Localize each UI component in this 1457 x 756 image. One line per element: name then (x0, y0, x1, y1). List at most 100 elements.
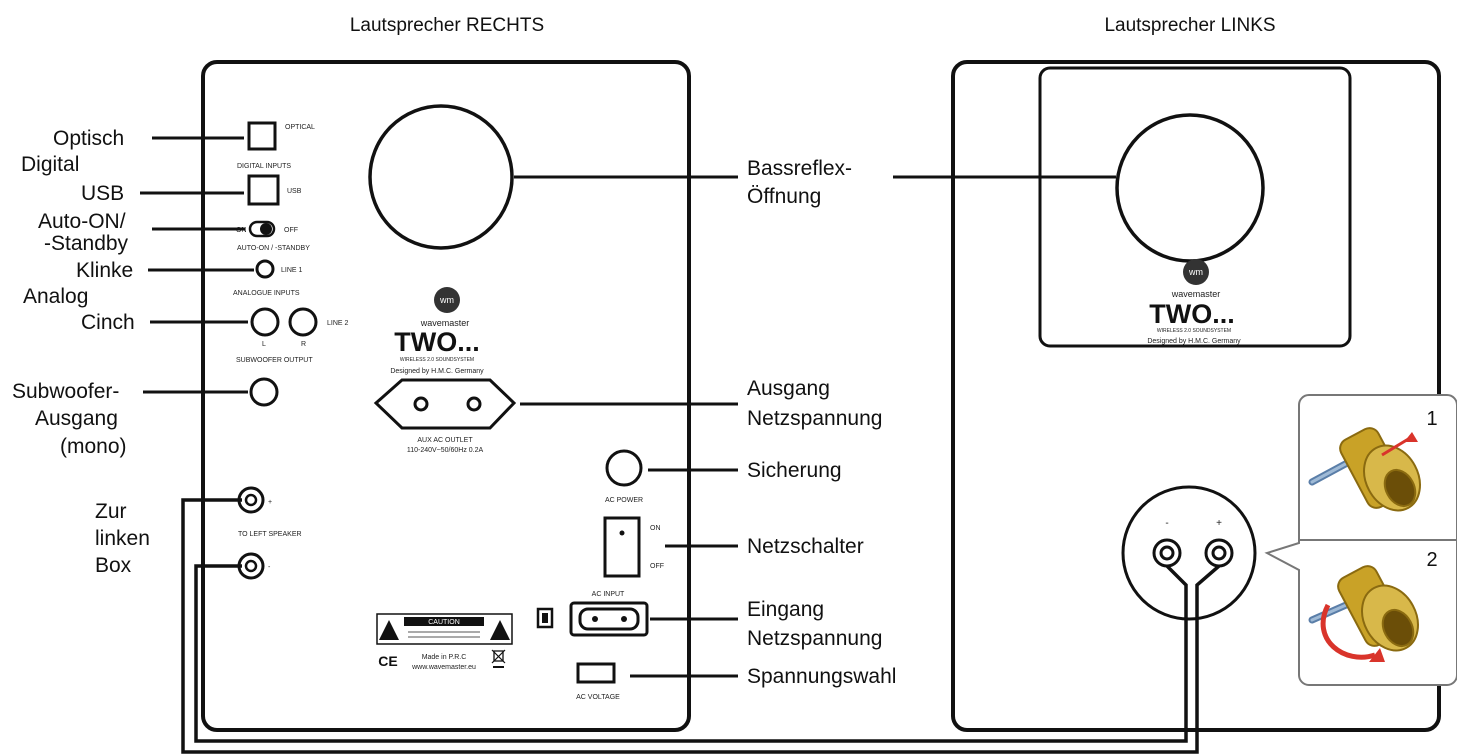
label-optical-line2: Digital (21, 153, 79, 176)
label-voltage-select: Spannungswahl (747, 665, 896, 688)
warning-triangle-right-icon (490, 620, 510, 640)
terminal-plus-inner (244, 493, 258, 507)
panel-label-ac-power: AC POWER (605, 497, 643, 504)
panel-label-aux-ac-spec: 110-240V~50/60Hz 0.2A (407, 447, 484, 454)
panel-label-l: L (262, 341, 266, 348)
caution-label (376, 613, 513, 645)
brand-logo-text-left: wm (1188, 267, 1203, 277)
step-1-number: 1 (1426, 408, 1437, 430)
label-optical-line1: Optisch (53, 127, 124, 150)
label-cinch: Cinch (81, 311, 135, 334)
label-bass-reflex-line1: Bassreflex- (747, 157, 852, 180)
label-aux-outlet-line1: Ausgang (747, 377, 830, 400)
brand-designed-left: Designed by H.M.C. Germany (1147, 338, 1241, 345)
panel-label-analogue-inputs: ANALOGUE INPUTS (233, 290, 300, 297)
aux-outlet-pin-left (413, 396, 429, 412)
made-in-label: Made in P.R.C (422, 654, 467, 661)
leader-lines-right (514, 175, 1116, 678)
panel-label-minus: - (268, 564, 271, 571)
brand-model-left: TWO... (1149, 299, 1234, 329)
caution-title-bar (404, 617, 484, 626)
terminal-minus (237, 552, 265, 580)
label-fuse: Sicherung (747, 459, 842, 482)
step-2-number: 2 (1426, 549, 1437, 571)
label-jack-line1: Klinke (76, 259, 133, 282)
label-bass-reflex-line2: Öffnung (747, 185, 821, 208)
label-power-switch: Netzschalter (747, 535, 864, 558)
line1-jack (255, 259, 275, 279)
voltage-selector (576, 662, 616, 684)
panel-label-subwoofer-output: SUBWOOFER OUTPUT (236, 357, 313, 364)
brand-logo-text-right: wm (439, 295, 454, 305)
panel-label-switch-off: OFF (650, 563, 664, 570)
fuse-holder (605, 449, 643, 487)
optical-input-port (247, 121, 277, 151)
panel-label-line1: LINE 1 (281, 267, 303, 274)
label-ac-input-line1: Eingang (747, 598, 824, 621)
power-switch (603, 516, 641, 578)
ac-input-pin-right (621, 616, 627, 622)
brand-name-right: wavemaster (420, 318, 470, 328)
left-terminal-minus-label: - (1165, 518, 1168, 529)
website-label: www.wavemaster.eu (411, 664, 476, 671)
label-jack-line2: Analog (23, 285, 88, 308)
ac-input-socket-inner (578, 607, 640, 631)
bass-reflex-port-left (1115, 113, 1265, 263)
left-speaker-front-recess (1038, 66, 1352, 348)
label-ac-input-line2: Netzspannung (747, 627, 882, 650)
ac-input-socket (569, 601, 649, 637)
label-to-left-box-line2: linken (95, 527, 150, 550)
header-right-speaker: Lautsprecher RECHTS (350, 15, 544, 36)
bass-reflex-port-right (368, 104, 514, 250)
binding-post-step2-icon (1308, 565, 1419, 662)
brand-model-right: TWO... (394, 327, 479, 357)
usb-port (247, 174, 280, 206)
left-terminal-minus (1152, 538, 1182, 568)
label-auto-on-line1: Auto-ON/ (38, 210, 126, 233)
label-subwoofer-line2: Ausgang (35, 407, 118, 430)
left-terminal-minus-inner (1159, 545, 1175, 561)
binding-post-step1-icon (1308, 427, 1421, 512)
brand-designed-right: Designed by H.M.C. Germany (390, 368, 484, 375)
panel-label-aux-ac-outlet: AUX AC OUTLET (417, 437, 473, 444)
terminal-minus-inner (244, 559, 258, 573)
subwoofer-output-jack (249, 377, 279, 407)
brand-name-left: wavemaster (1171, 289, 1221, 299)
left-terminal-plus-inner (1211, 545, 1227, 561)
label-to-left-box-line1: Zur (95, 500, 127, 523)
auto-standby-switch-knob (260, 223, 272, 235)
brand-logo-right (434, 287, 460, 313)
weee-bin-icon (491, 649, 506, 668)
panel-label-auto-standby: AUTO-ON / -STANDBY (237, 245, 310, 252)
panel-label-r: R (301, 341, 306, 348)
ce-mark: CE (378, 653, 397, 669)
panel-label-off: OFF (284, 227, 298, 234)
warning-triangle-left-icon (379, 620, 399, 640)
panel-label-ac-input: AC INPUT (592, 591, 625, 598)
panel-label-plus: + (268, 499, 272, 506)
label-aux-outlet-line2: Netzspannung (747, 407, 882, 430)
aux-outlet-pin-right (466, 396, 482, 412)
label-usb: USB (81, 182, 124, 205)
power-switch-mark (619, 530, 625, 536)
label-auto-on-line2: -Standby (44, 232, 129, 255)
cinch-left-jack (250, 307, 280, 337)
panel-label-usb: USB (287, 188, 302, 195)
right-speaker-cabinet (201, 60, 691, 732)
brand-logo-left (1183, 259, 1209, 285)
left-terminal-plus (1204, 538, 1234, 568)
panel-label-digital-inputs: DIGITAL INPUTS (237, 163, 291, 170)
ac-input-fuse-inner (542, 613, 548, 623)
label-subwoofer-line1: Subwoofer- (12, 380, 119, 403)
aux-ac-outlet-socket (373, 378, 517, 430)
auto-standby-switch (248, 220, 276, 238)
ac-input-pin-left (592, 616, 598, 622)
label-to-left-box-line3: Box (95, 554, 132, 577)
panel-label-switch-on: ON (650, 525, 661, 532)
speaker-cable-minus (194, 564, 1188, 743)
brand-subline-right: WIRELESS 2.0 SOUNDSYSTEM (400, 357, 474, 363)
panel-label-line2: LINE 2 (327, 320, 349, 327)
panel-label-optical: OPTICAL (285, 124, 315, 131)
speaker-cable-plus (181, 498, 1221, 754)
